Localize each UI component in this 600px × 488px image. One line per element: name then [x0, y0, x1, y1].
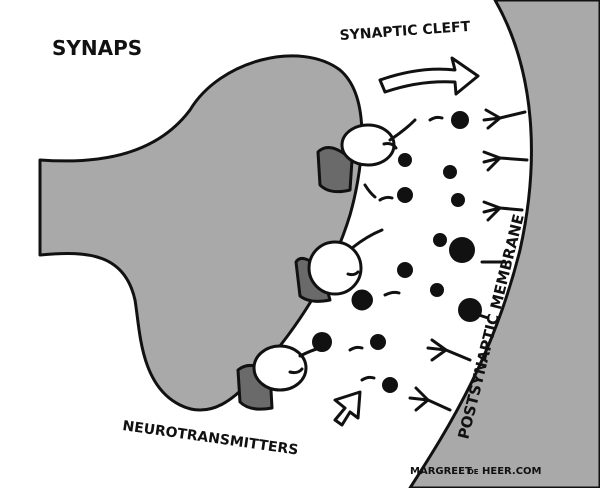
neurotransmitter — [451, 111, 469, 129]
postsynaptic-membrane — [408, 0, 600, 488]
neurotransmitter — [433, 233, 447, 247]
figure-arm — [350, 228, 384, 250]
arrow-synaptic-cleft — [378, 56, 480, 96]
receptor — [482, 200, 524, 222]
figure-head — [252, 344, 308, 392]
figure-arm — [298, 346, 322, 358]
receptors — [408, 108, 529, 412]
carried-molecule — [351, 289, 373, 311]
motion-marks — [348, 115, 444, 382]
figure-top — [316, 118, 417, 199]
neurotransmitter — [443, 165, 457, 179]
credit-middle: DE — [468, 468, 479, 476]
neurotransmitter — [458, 298, 482, 322]
neurotransmitter — [382, 377, 398, 393]
figure-arm — [388, 118, 417, 142]
receptor — [426, 338, 472, 362]
figure-middle — [294, 228, 384, 311]
neurotransmitter — [312, 332, 332, 352]
neurotransmitter — [430, 283, 444, 297]
label-synaptic-cleft: SYNAPTIC CLEFT — [339, 19, 471, 44]
presynaptic-terminal — [38, 54, 364, 412]
figure-head — [307, 240, 363, 296]
figure-body — [316, 146, 354, 194]
figure-bottom — [236, 344, 322, 411]
neurotransmitter — [398, 153, 412, 167]
receptor — [482, 108, 527, 130]
credit: MARGREET DE HEER.COM — [410, 466, 542, 477]
page-title: SYNAPS — [52, 36, 142, 60]
neurotransmitter — [370, 334, 386, 350]
receptor — [482, 150, 529, 172]
credit-suffix: HEER.COM — [482, 466, 542, 477]
arrow-neurotransmitters — [333, 390, 362, 427]
label-neurotransmitters: NEUROTRANSMITTERS — [121, 418, 299, 459]
credit-prefix: MARGREET — [410, 466, 472, 477]
neurotransmitter — [449, 237, 475, 263]
receptor — [408, 386, 452, 412]
neurotransmitter — [451, 193, 465, 207]
neurotransmitter — [397, 262, 413, 278]
neurotransmitter — [397, 187, 413, 203]
